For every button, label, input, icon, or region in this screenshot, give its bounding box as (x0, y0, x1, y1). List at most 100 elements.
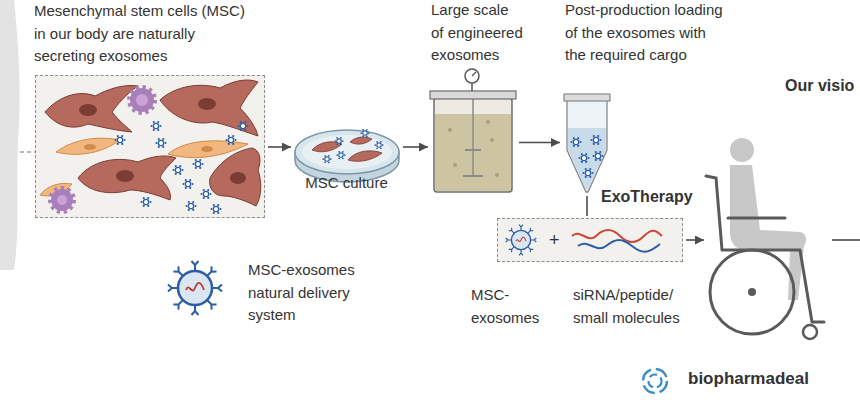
flow-arrow (519, 142, 560, 144)
legend-text: MSC-exosomes natural delivery system (248, 261, 355, 323)
cell-nucleus (136, 94, 148, 106)
exosome-cluster (114, 121, 248, 214)
patient-body (730, 165, 806, 300)
particle (490, 138, 494, 142)
purple-cell (51, 189, 73, 211)
exosome (192, 159, 203, 169)
msc-cell (210, 148, 261, 206)
culture-dish: MSC culture (293, 112, 400, 182)
particle (495, 173, 499, 177)
node-label: MSC- exosomes (471, 284, 543, 329)
patient-node: Our visio (706, 128, 826, 342)
vessel (434, 98, 512, 192)
orange-cell (168, 141, 248, 158)
cells-box: Mesenchymal stem cells (MSC) in our body… (35, 75, 265, 218)
exosome (114, 135, 125, 145)
patient-head (730, 138, 754, 162)
gauge-needle (472, 72, 476, 76)
node-heading: Mesenchymal stem cells (MSC) in our body… (34, 0, 252, 68)
particle (453, 163, 457, 167)
exosome (334, 137, 343, 145)
plus-sign: + (549, 231, 560, 249)
gauge (465, 69, 479, 83)
wheelchair-patient (706, 138, 824, 339)
exosome (150, 121, 161, 131)
logo-ring (649, 375, 662, 388)
cells (40, 80, 261, 211)
exosome (590, 135, 601, 145)
flow-arrow (403, 146, 428, 148)
exosome (185, 201, 196, 211)
exosome (172, 165, 183, 175)
flow-arrow (686, 239, 704, 241)
purple-cell (130, 88, 154, 112)
caster-wheel (803, 325, 817, 339)
box-fill (35, 75, 265, 218)
exosome (592, 151, 603, 161)
bioreactor-node: Large scale of engineered exosomes (430, 66, 516, 195)
node-label: MSC culture (293, 172, 400, 195)
wheel (710, 250, 794, 334)
tube-cap (564, 94, 610, 101)
msc-cell (160, 80, 258, 136)
bioreactor (430, 69, 516, 192)
msc-cell (350, 137, 372, 144)
sirna-strand (578, 240, 660, 252)
exosome-icon (168, 261, 222, 315)
particle (486, 120, 490, 124)
msc-cell (45, 85, 138, 132)
exosome (582, 168, 593, 178)
cell-nucleus (201, 146, 213, 152)
wheelchair-frame (706, 176, 824, 322)
logo-mark (643, 369, 667, 393)
cell-nucleus (57, 195, 67, 205)
tube-node: Post-production loading of the exosomes … (562, 92, 612, 193)
exosome (360, 129, 369, 137)
flow-arrow (268, 146, 291, 148)
msc-cell (348, 151, 382, 162)
exosome-icon (506, 225, 537, 256)
particle (448, 128, 452, 132)
exosome (336, 151, 345, 159)
connectors (268, 143, 704, 241)
exit-arrow (832, 239, 860, 241)
orange-cell (56, 138, 120, 154)
tube-liquid (568, 128, 606, 190)
dish-inner (302, 135, 392, 169)
exosome (322, 155, 331, 163)
exosome (210, 204, 221, 214)
stirrer-blade (463, 150, 483, 176)
exosome (237, 121, 248, 131)
wheel-hub (748, 288, 756, 296)
box-fill (497, 218, 683, 262)
node-heading: Large scale of engineered exosomes (431, 0, 524, 67)
flow-arrow (586, 196, 588, 216)
exosome (200, 189, 211, 199)
exosome (374, 141, 383, 149)
logo-ring (643, 369, 667, 393)
stirrer (472, 99, 474, 176)
exosome (578, 153, 589, 163)
node-label: siRNA/peptide/ small molecules (573, 284, 693, 329)
exosome (155, 138, 166, 148)
cell-nucleus (84, 144, 96, 150)
exosome (570, 137, 581, 147)
section-heading: Our visio (785, 75, 854, 98)
tube (564, 94, 610, 192)
gauge-stem (471, 83, 473, 91)
legend-entry: MSC-exosomes natural delivery system (248, 259, 360, 327)
msc-cell (78, 156, 176, 200)
cell-nucleus (79, 104, 97, 116)
exosome (182, 179, 193, 189)
exosome (225, 135, 236, 145)
body-silhouette (0, 0, 20, 270)
vessel-lid (430, 91, 516, 99)
therapy-box: ExoTherapy+MSC- exosomessiRNA/peptide/ s… (497, 218, 683, 262)
logo-text: biopharmadeal (688, 369, 809, 389)
leader-line (20, 151, 35, 152)
tube-body (567, 100, 607, 192)
cell-nucleus (116, 170, 134, 182)
dish-top (295, 130, 399, 174)
